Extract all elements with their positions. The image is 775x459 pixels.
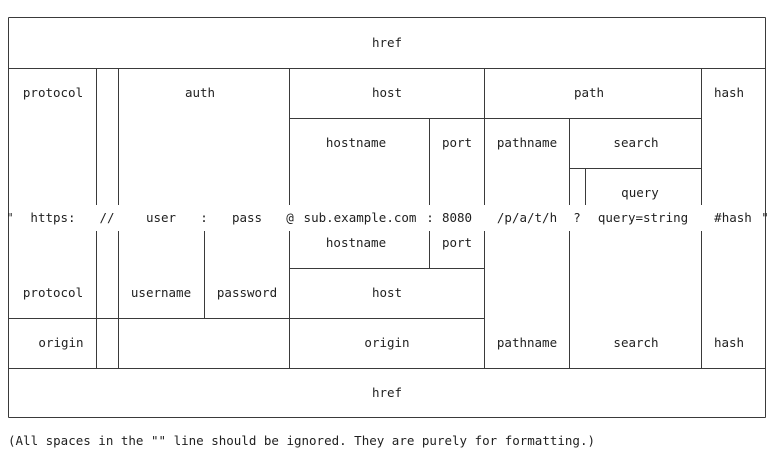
hash-label: hash bbox=[713, 84, 745, 100]
url-hostname: sub.example.com bbox=[303, 209, 417, 225]
search-label-lower: search bbox=[613, 334, 659, 350]
url-user: user bbox=[145, 209, 177, 225]
url-slashes: // bbox=[99, 209, 115, 225]
url-hash: #hash bbox=[714, 209, 752, 225]
url-close-quote: " bbox=[761, 209, 769, 225]
password-label: password bbox=[216, 284, 278, 300]
origin-label-host: origin bbox=[364, 334, 410, 350]
url-query: query=string bbox=[597, 209, 689, 225]
footnote: (All spaces in the "" line should be ign… bbox=[8, 433, 595, 448]
url-at: @ bbox=[286, 209, 294, 225]
hash-label-lower: hash bbox=[713, 334, 745, 350]
hostname-label-lower: hostname bbox=[325, 234, 387, 250]
port-label: port bbox=[441, 134, 473, 150]
href-bottom-label: href bbox=[371, 384, 403, 400]
url-protocol: https: bbox=[30, 209, 76, 225]
href-top-label: href bbox=[371, 34, 403, 50]
url-question: ? bbox=[573, 209, 581, 225]
url-colon-port: : bbox=[426, 209, 434, 225]
pathname-label: pathname bbox=[496, 134, 558, 150]
host-label-lower: host bbox=[371, 284, 403, 300]
url-pathname: /p/a/t/h bbox=[496, 209, 558, 225]
host-label: host bbox=[371, 84, 403, 100]
url-colon-auth: : bbox=[200, 209, 208, 225]
url-open-quote: " bbox=[6, 209, 14, 225]
query-label: query bbox=[621, 184, 659, 200]
search-label: search bbox=[613, 134, 659, 150]
auth-label: auth bbox=[184, 84, 216, 100]
pathname-label-lower: pathname bbox=[496, 334, 558, 350]
protocol-label-lower: protocol bbox=[22, 284, 84, 300]
hostname-label: hostname bbox=[325, 134, 387, 150]
protocol-label: protocol bbox=[22, 84, 84, 100]
username-label: username bbox=[130, 284, 192, 300]
path-label: path bbox=[573, 84, 605, 100]
origin-label-left: origin bbox=[38, 334, 84, 350]
url-pass: pass bbox=[231, 209, 263, 225]
port-label-lower: port bbox=[441, 234, 473, 250]
url-port: 8080 bbox=[441, 209, 473, 225]
